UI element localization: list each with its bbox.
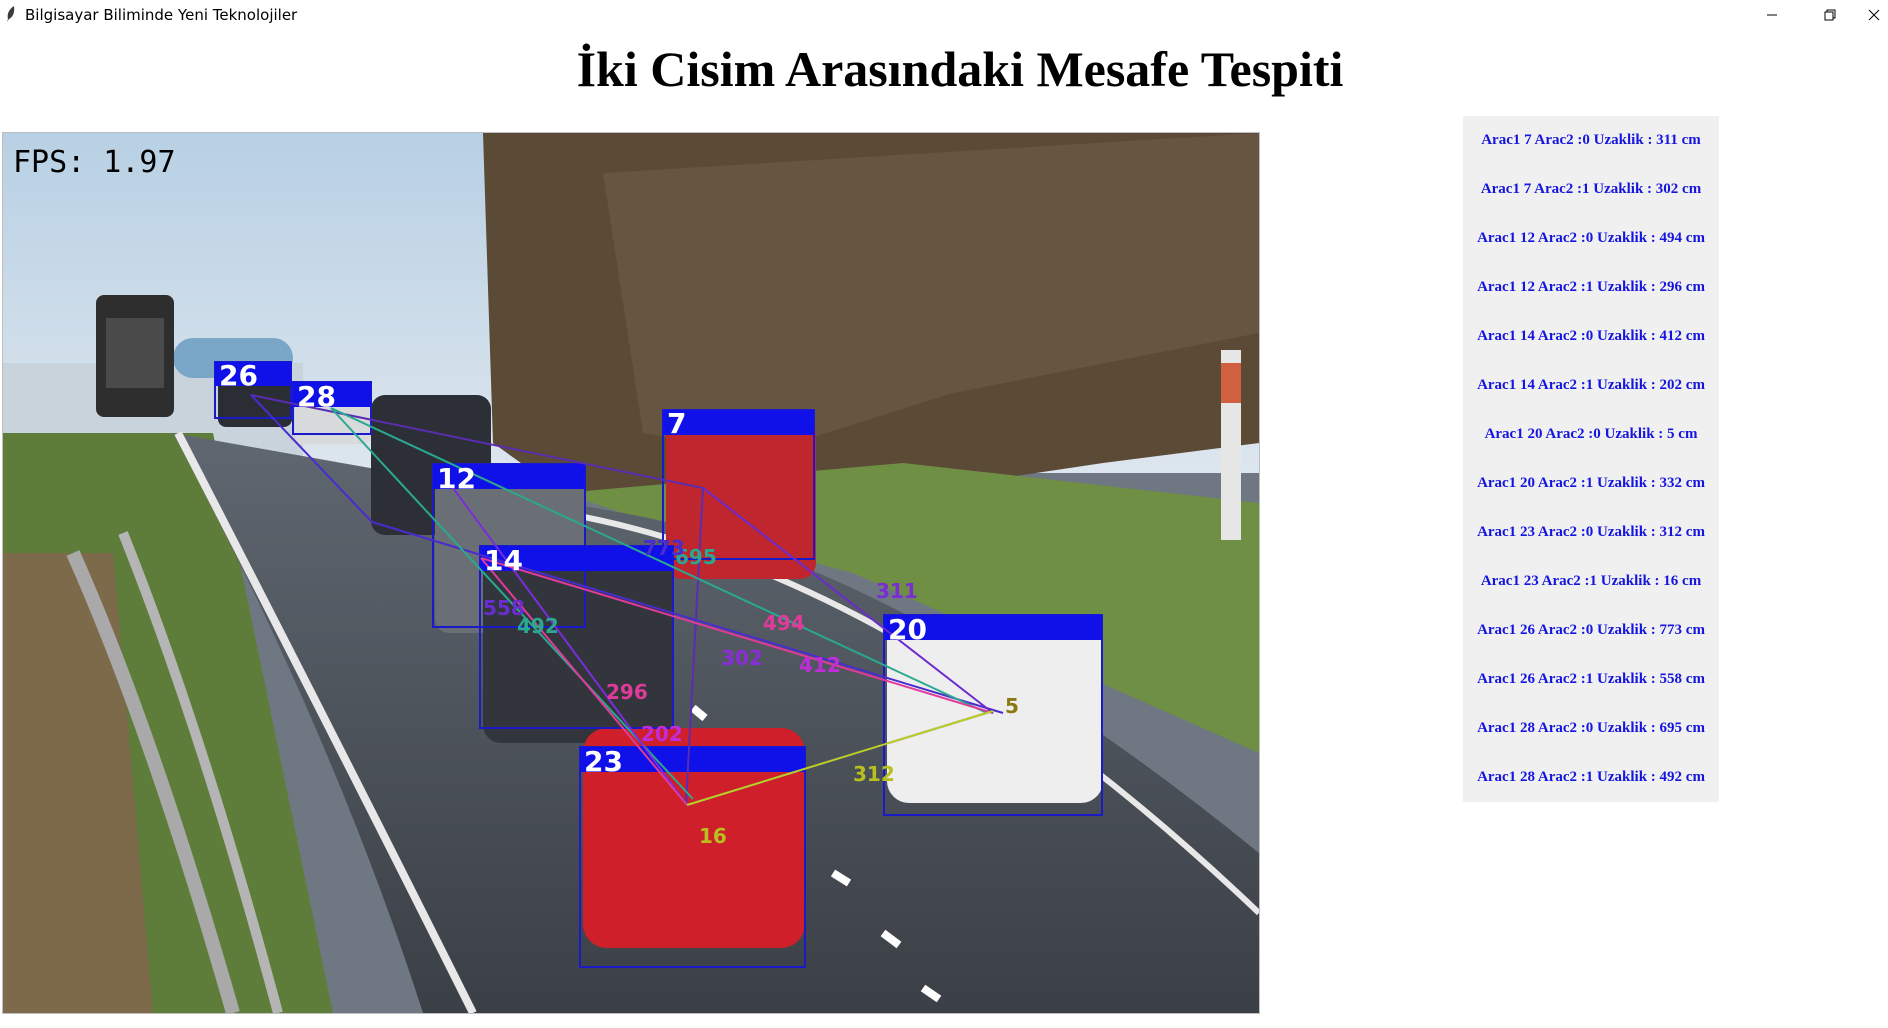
list-item: Arac1 12 Arac2 :1 Uzaklik : 296 cm xyxy=(1463,263,1719,312)
video-frame: FPS: 1.97 26 28 12 7 14 20 23 311 695 49… xyxy=(2,132,1260,1014)
restore-button[interactable] xyxy=(1801,0,1859,30)
list-item: Arac1 20 Arac2 :0 Uzaklik : 5 cm xyxy=(1463,410,1719,459)
window-title: Bilgisayar Biliminde Yeni Teknolojiler xyxy=(25,6,298,24)
list-item: Arac1 14 Arac2 :0 Uzaklik : 412 cm xyxy=(1463,312,1719,361)
close-button[interactable] xyxy=(1859,0,1888,30)
distance-label: 494 xyxy=(763,611,805,635)
distance-label: 311 xyxy=(876,579,918,603)
list-item: Arac1 23 Arac2 :0 Uzaklik : 312 cm xyxy=(1463,508,1719,557)
vehicle-id-label: 28 xyxy=(297,380,336,413)
fps-readout: FPS: 1.97 xyxy=(13,145,176,180)
distance-label: 695 xyxy=(675,545,717,569)
distance-label: 202 xyxy=(641,722,683,746)
vehicle-id-label: 26 xyxy=(219,359,258,392)
list-item: Arac1 20 Arac2 :1 Uzaklik : 332 cm xyxy=(1463,459,1719,508)
vehicle-id-label: 20 xyxy=(888,613,927,646)
distance-label: 302 xyxy=(721,646,763,670)
distance-label: 16 xyxy=(699,824,727,848)
vehicle-id-label: 12 xyxy=(437,462,476,495)
window-titlebar: Bilgisayar Biliminde Yeni Teknolojiler xyxy=(0,0,1888,30)
feather-icon xyxy=(7,6,15,22)
distance-label: 412 xyxy=(799,653,841,677)
distance-list: Arac1 7 Arac2 :0 Uzaklik : 311 cm Arac1 … xyxy=(1463,116,1719,802)
vehicle-id-label: 14 xyxy=(484,544,523,577)
list-item: Arac1 28 Arac2 :1 Uzaklik : 492 cm xyxy=(1463,753,1719,802)
distance-label: 558 xyxy=(483,596,525,620)
video-scene: FPS: 1.97 26 28 12 7 14 20 23 311 695 49… xyxy=(3,133,1259,1013)
distance-label: 5 xyxy=(1005,694,1019,718)
list-item: Arac1 28 Arac2 :0 Uzaklik : 695 cm xyxy=(1463,704,1719,753)
vehicle-id-label: 23 xyxy=(584,745,623,778)
close-icon xyxy=(1868,9,1879,21)
restore-icon xyxy=(1824,9,1836,21)
list-item: Arac1 26 Arac2 :1 Uzaklik : 558 cm xyxy=(1463,655,1719,704)
list-item: Arac1 7 Arac2 :1 Uzaklik : 302 cm xyxy=(1463,165,1719,214)
distance-label: 492 xyxy=(517,614,559,638)
list-item: Arac1 7 Arac2 :0 Uzaklik : 311 cm xyxy=(1463,116,1719,165)
list-item: Arac1 12 Arac2 :0 Uzaklik : 494 cm xyxy=(1463,214,1719,263)
list-item: Arac1 26 Arac2 :0 Uzaklik : 773 cm xyxy=(1463,606,1719,655)
distance-label: 773 xyxy=(643,536,685,560)
list-item: Arac1 14 Arac2 :1 Uzaklik : 202 cm xyxy=(1463,361,1719,410)
minimize-icon xyxy=(1767,14,1777,16)
vehicle-id-label: 7 xyxy=(667,407,686,440)
distance-label: 312 xyxy=(853,762,895,786)
minimize-button[interactable] xyxy=(1743,0,1801,30)
distance-label: 296 xyxy=(606,680,648,704)
page-title: İki Cisim Arasındaki Mesafe Tespiti xyxy=(576,41,1344,97)
list-item: Arac1 23 Arac2 :1 Uzaklik : 16 cm xyxy=(1463,557,1719,606)
